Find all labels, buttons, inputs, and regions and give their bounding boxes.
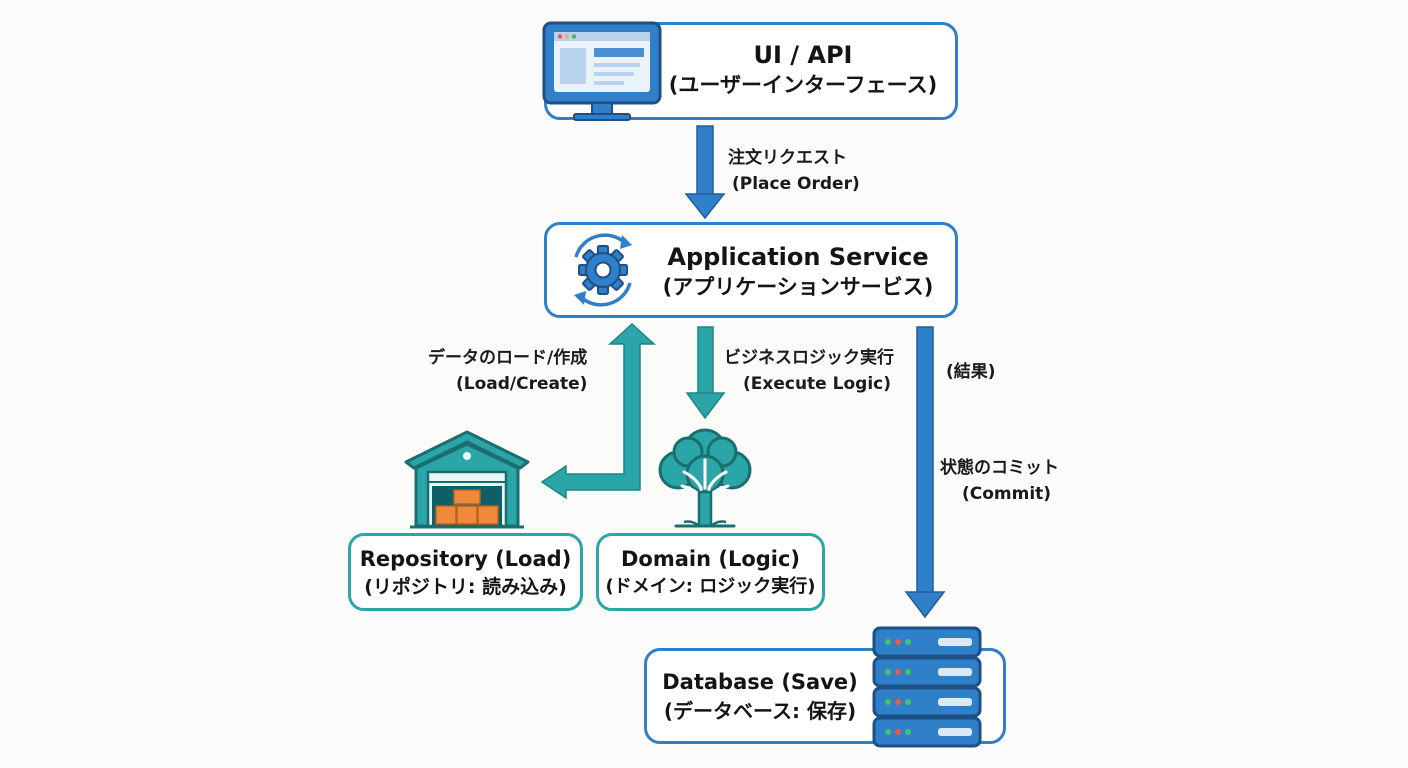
arrow-load-create — [540, 322, 656, 500]
arrow-place-order — [684, 125, 726, 220]
database-subtitle: (データベース: 保存) — [663, 699, 857, 723]
edge-label-place-order-en: (Place Order) — [732, 174, 860, 194]
arrow-commit — [904, 326, 946, 619]
domain-subtitle: (ドメイン: ロジック実行) — [605, 576, 816, 597]
ui-api-title: UI / API — [753, 41, 853, 69]
edge-label-commit-en: (Commit) — [962, 484, 1052, 504]
edge-label-load-create-en: (Load/Create) — [456, 374, 588, 394]
edge-label-place-order-jp: 注文リクエスト — [728, 148, 847, 168]
arrow-execute-logic — [685, 326, 726, 420]
domain-title: Domain (Logic) — [620, 547, 801, 571]
repository-title: Repository (Load) — [359, 547, 572, 571]
database-title: Database (Save) — [662, 670, 858, 694]
repository-subtitle: (リポジトリ: 読み込み) — [364, 576, 567, 598]
edge-label-load-create-jp: データのロード/作成 — [428, 348, 588, 368]
edge-label-execute-logic-en: (Execute Logic) — [743, 374, 891, 394]
application-service-subtitle: (アプリケーションサービス) — [662, 275, 934, 299]
repository-node — [348, 533, 583, 611]
edge-label-commit-jp: 状態のコミット — [940, 458, 1059, 478]
edge-label-result: (結果) — [946, 362, 996, 382]
warehouse-icon — [404, 430, 530, 529]
edge-label-execute-logic-jp: ビジネスロジック実行 — [724, 348, 894, 368]
tree-icon — [658, 428, 752, 528]
ui-api-subtitle: (ユーザーインターフェース) — [668, 73, 938, 97]
application-service-title: Application Service — [667, 243, 929, 271]
gear-icon — [574, 233, 632, 307]
monitor-icon — [542, 21, 662, 121]
server-icon — [872, 626, 982, 748]
domain-node — [596, 533, 825, 611]
